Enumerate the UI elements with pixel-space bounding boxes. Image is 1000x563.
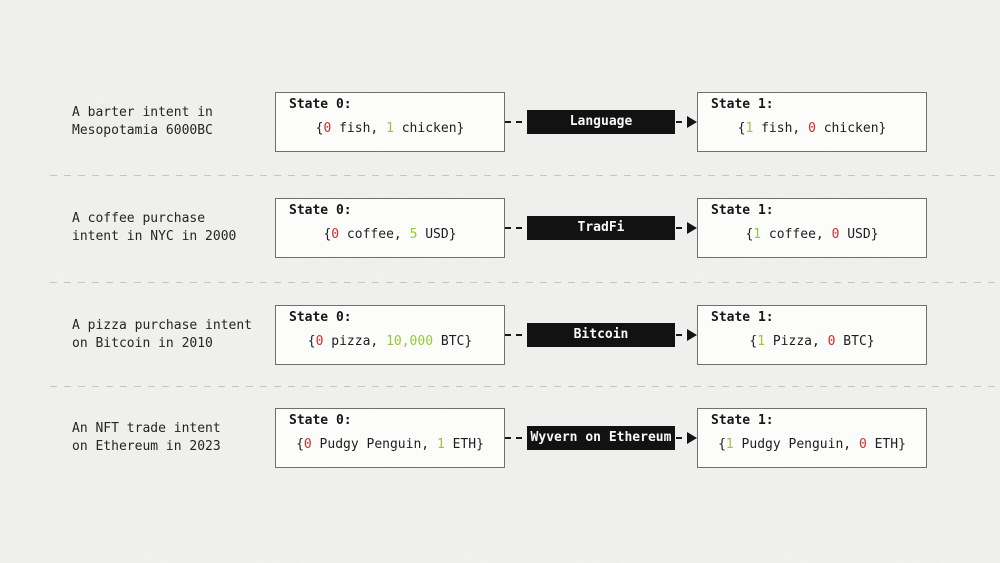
arrow-right-icon	[687, 116, 697, 128]
intent-description-line: intent in NYC in 2000	[72, 229, 237, 244]
state-0-tuple: {0 fish, 1 chicken}	[276, 121, 504, 136]
tuple-text: Pudgy Penguin,	[733, 437, 859, 452]
tuple-text: chicken}	[393, 121, 465, 136]
state-0-title: State 0:	[289, 413, 352, 428]
amount-red: 0	[303, 437, 312, 452]
state-1-box: State 1: {1 Pudgy Penguin, 0 ETH}	[697, 408, 927, 468]
mechanism-badge: TradFi	[527, 216, 675, 240]
intent-description: A barter intent in Mesopotamia 6000BC	[72, 104, 213, 140]
amount-green: 1	[753, 227, 762, 242]
tuple-text: USD}	[839, 227, 879, 242]
tuple-text: BTC}	[835, 334, 875, 349]
mechanism-badge: Wyvern on Ethereum	[527, 426, 675, 450]
mechanism-badge: Bitcoin	[527, 323, 675, 347]
state-1-tuple: {1 Pudgy Penguin, 0 ETH}	[698, 437, 926, 452]
state-1-box: State 1: {1 coffee, 0 USD}	[697, 198, 927, 258]
state-1-title: State 1:	[711, 97, 774, 112]
intent-description-line: An NFT trade intent	[72, 421, 221, 436]
connector-right-dash	[676, 227, 687, 229]
connector-left-dash	[505, 121, 527, 123]
state-0-tuple: {0 coffee, 5 USD}	[276, 227, 504, 242]
tuple-text: coffee,	[339, 227, 410, 242]
state-0-title: State 0:	[289, 97, 352, 112]
amount-green: 1	[436, 437, 445, 452]
row-separator	[50, 175, 1000, 176]
intent-description: An NFT trade intent on Ethereum in 2023	[72, 420, 221, 456]
arrow-right-icon	[687, 222, 697, 234]
tuple-text: {	[718, 437, 726, 452]
connector-right-dash	[676, 121, 687, 123]
intent-row: A coffee purchase intent in NYC in 2000 S…	[0, 198, 1000, 258]
amount-green: 1	[725, 437, 734, 452]
intent-row: A barter intent in Mesopotamia 6000BC Sta…	[0, 92, 1000, 152]
row-separator	[50, 386, 1000, 387]
amount-red: 0	[858, 437, 867, 452]
tuple-text: USD}	[417, 227, 457, 242]
amount-red: 0	[808, 121, 816, 136]
tuple-text: {	[296, 437, 304, 452]
intent-description-line: on Bitcoin in 2010	[72, 336, 213, 351]
tuple-text: pizza,	[323, 334, 387, 349]
connector-left-dash	[505, 334, 527, 336]
tuple-text: ETH}	[866, 437, 906, 452]
state-0-tuple: {0 Pudgy Penguin, 1 ETH}	[276, 437, 504, 452]
connector-right-dash	[676, 334, 687, 336]
intent-description: A coffee purchase intent in NYC in 2000	[72, 210, 236, 246]
intent-description-line: on Ethereum in 2023	[72, 439, 221, 454]
state-0-box: State 0: {0 pizza, 10,000 BTC}	[275, 305, 505, 365]
connector-left-dash	[505, 437, 527, 439]
amount-green: 10,000	[386, 334, 434, 349]
state-1-box: State 1: {1 fish, 0 chicken}	[697, 92, 927, 152]
intent-description-line: Mesopotamia 6000BC	[72, 123, 213, 138]
state-1-title: State 1:	[711, 413, 774, 428]
state-0-title: State 0:	[289, 310, 352, 325]
state-1-tuple: {1 coffee, 0 USD}	[698, 227, 926, 242]
tuple-text: Pudgy Penguin,	[311, 437, 437, 452]
connector-left-dash	[505, 227, 527, 229]
intent-description-line: A pizza purchase intent	[72, 318, 253, 333]
state-1-title: State 1:	[711, 203, 774, 218]
arrow-right-icon	[687, 432, 697, 444]
connector-right-dash	[676, 437, 687, 439]
tuple-text: fish,	[331, 121, 387, 136]
state-1-tuple: {1 Pizza, 0 BTC}	[698, 334, 926, 349]
state-0-tuple: {0 pizza, 10,000 BTC}	[276, 334, 504, 349]
tuple-text: coffee,	[761, 227, 832, 242]
tuple-text: chicken}	[815, 121, 887, 136]
state-1-title: State 1:	[711, 310, 774, 325]
state-0-box: State 0: {0 coffee, 5 USD}	[275, 198, 505, 258]
tuple-text: fish,	[753, 121, 809, 136]
row-separator	[50, 282, 1000, 283]
intent-description: A pizza purchase intent on Bitcoin in 201…	[72, 317, 252, 353]
tuple-text: BTC}	[433, 334, 473, 349]
state-1-box: State 1: {1 Pizza, 0 BTC}	[697, 305, 927, 365]
amount-red: 0	[331, 227, 340, 242]
state-0-title: State 0:	[289, 203, 352, 218]
intent-row: An NFT trade intent on Ethereum in 2023 S…	[0, 408, 1000, 468]
tuple-text: Pizza,	[765, 334, 828, 349]
mechanism-badge: Language	[527, 110, 675, 134]
state-1-tuple: {1 fish, 0 chicken}	[698, 121, 926, 136]
tuple-text: ETH}	[444, 437, 484, 452]
intent-description-line: A barter intent in	[72, 105, 213, 120]
tuple-text: {	[307, 334, 316, 349]
intent-description-line: A coffee purchase	[72, 211, 206, 226]
state-0-box: State 0: {0 fish, 1 chicken}	[275, 92, 505, 152]
intent-row: A pizza purchase intent on Bitcoin in 201…	[0, 305, 1000, 365]
arrow-right-icon	[687, 329, 697, 341]
state-0-box: State 0: {0 Pudgy Penguin, 1 ETH}	[275, 408, 505, 468]
amount-green: 1	[386, 121, 394, 136]
amount-green: 1	[757, 334, 766, 349]
